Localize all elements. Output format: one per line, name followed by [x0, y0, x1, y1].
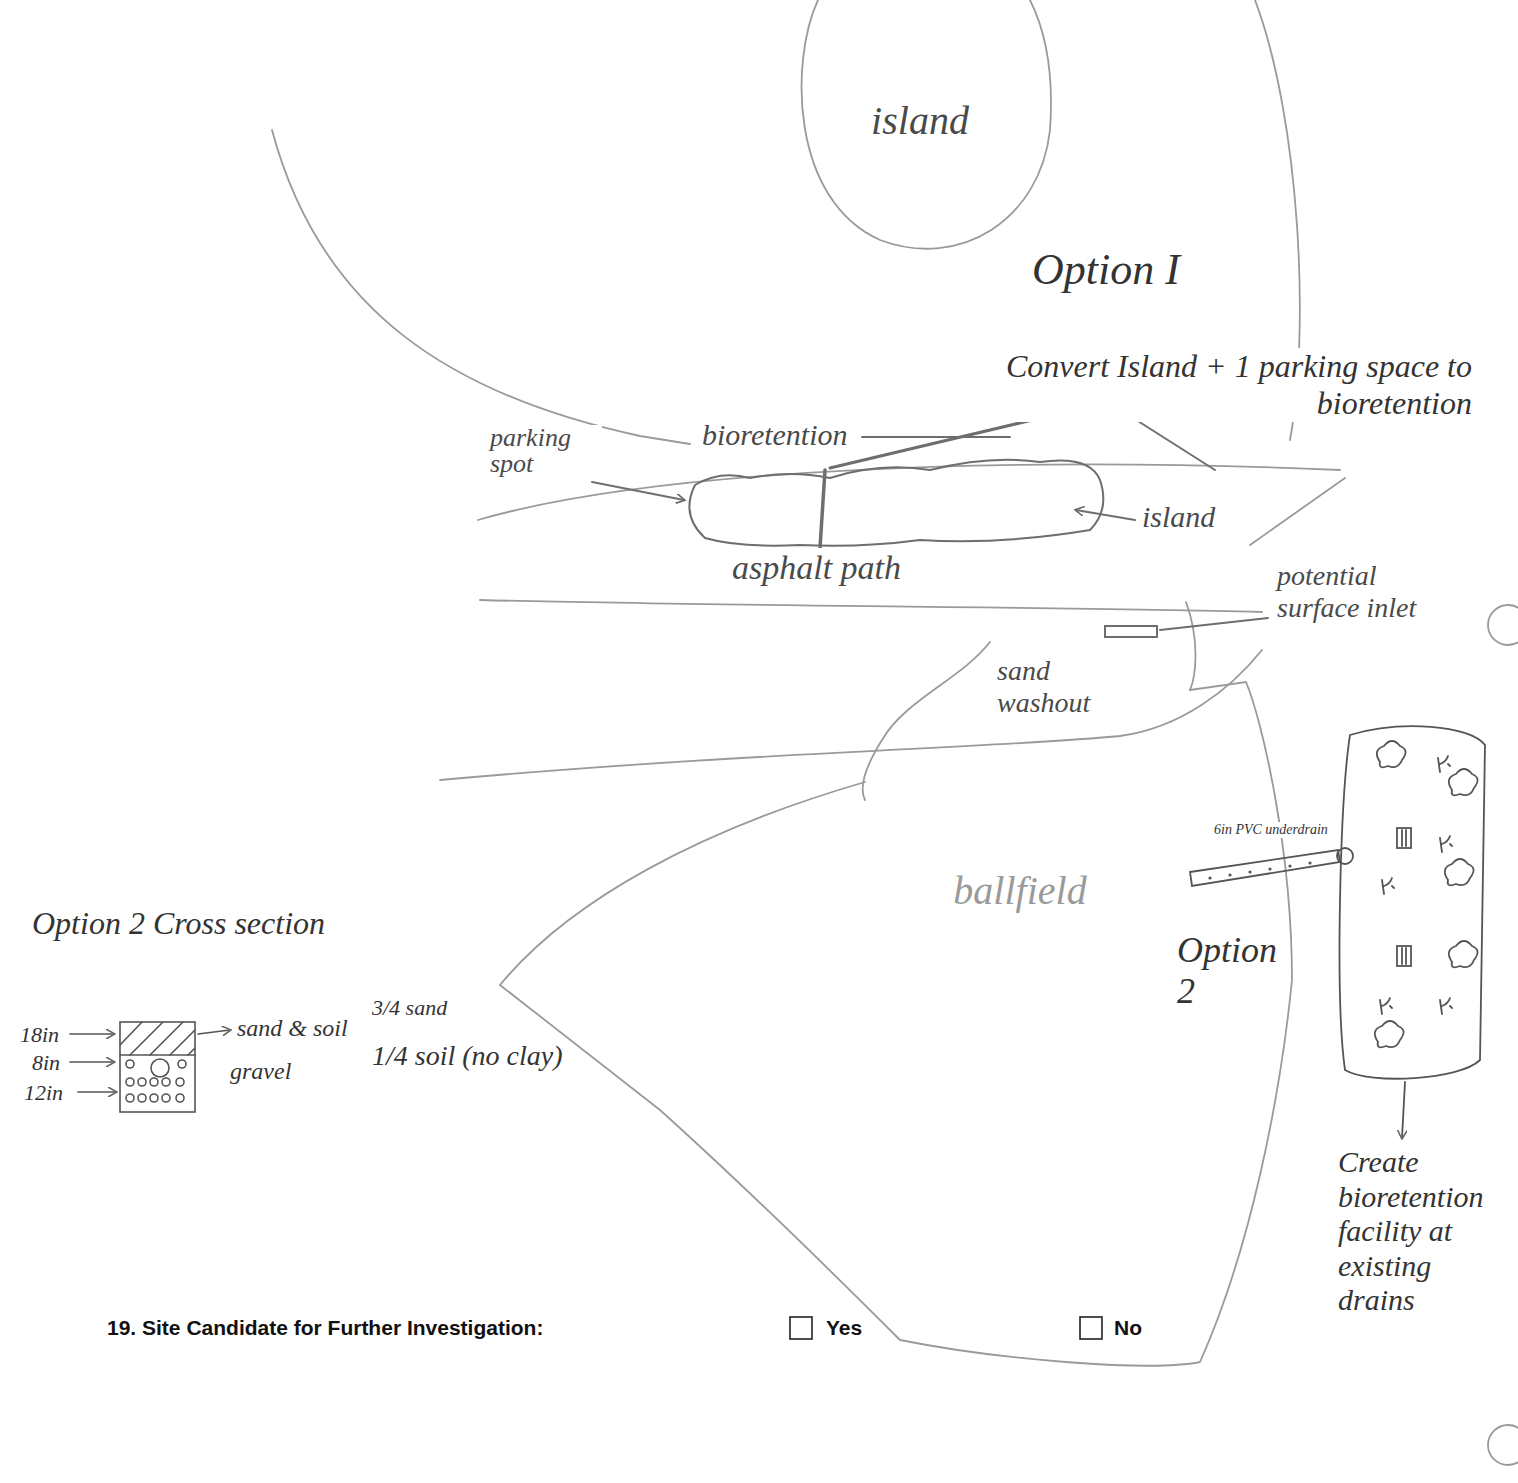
island-circle: island [800, 20, 1040, 220]
plant-symbol [1445, 859, 1474, 885]
grass-symbol [1440, 836, 1452, 852]
drain-grate [1397, 828, 1411, 848]
lot-edge [272, 130, 690, 444]
leader-line [1160, 618, 1268, 630]
gravel-symbol [126, 1078, 134, 1086]
bioretention-area [689, 460, 1103, 546]
option-note: Convert Island + 1 parking space to bior… [880, 348, 1474, 422]
grass-symbol [1380, 998, 1392, 1014]
grass-symbol [1382, 878, 1394, 894]
ballfield-area: ballfield [860, 835, 1180, 945]
dimension-arrow [78, 1091, 116, 1093]
pipe-perforations [1208, 876, 1211, 879]
dimension: 12in [22, 1080, 65, 1105]
section-heading: Option 2 Cross section [30, 905, 327, 942]
leader-line [862, 436, 1010, 438]
layer-label: sand & soil [235, 1015, 350, 1043]
option-one-marks [592, 402, 1268, 637]
checkbox [790, 1317, 812, 1339]
gravel-symbol [150, 1078, 158, 1086]
soil-hatch [120, 1022, 195, 1055]
pencil-lines [272, 0, 1518, 1465]
plant-symbol [1377, 741, 1406, 767]
pipe-perforations [1228, 873, 1231, 876]
pipe-perforations [1268, 867, 1271, 870]
gravel-symbol [150, 1094, 158, 1102]
gravel-symbol [178, 1060, 186, 1068]
part-label: sand washout [995, 655, 1119, 719]
option-note: Create bioretention facility at existing… [1336, 1145, 1512, 1318]
mix-note: 3/4 sand [370, 995, 449, 1020]
gravel-symbol [126, 1060, 134, 1068]
dimension: 8in [30, 1050, 62, 1075]
leader-arrow [198, 1030, 230, 1034]
node-text: island [871, 97, 969, 144]
gravel-symbol [176, 1078, 184, 1086]
underdrain-pipe [1190, 850, 1340, 886]
dimension-arrow [70, 1033, 114, 1035]
ballfield-outline [500, 682, 1292, 1366]
gravel-symbol [138, 1078, 146, 1086]
part-label: asphalt path [730, 548, 903, 587]
gravel-symbol [162, 1094, 170, 1102]
gravel-symbol [176, 1094, 184, 1102]
part-label: potential surface inlet [1275, 560, 1454, 624]
gravel-symbol [126, 1060, 186, 1102]
pipe-end [1337, 848, 1353, 864]
gravel-symbol [162, 1078, 170, 1086]
checkbox [1080, 1317, 1102, 1339]
drain-grate [1397, 946, 1411, 966]
cross-section [70, 1022, 230, 1112]
pipe-perforations [1248, 870, 1251, 873]
part-label: island [1140, 500, 1217, 535]
part-label: parking spot [488, 425, 602, 477]
island-outline [802, 0, 1051, 249]
pipe-perforations [1208, 861, 1311, 879]
leader-arrow [592, 482, 684, 500]
binder-hole [1488, 1425, 1518, 1465]
mix-note: 1/4 soil (no clay) [370, 1040, 565, 1072]
plant-symbol [1449, 769, 1478, 795]
drain-grate [1402, 830, 1406, 846]
form-question: 19. Site Candidate for Further Investiga… [107, 1316, 543, 1340]
path-edge [440, 650, 1262, 780]
plant-symbol [1375, 1021, 1404, 1047]
dimension-arrow [70, 1061, 114, 1063]
path-edge [480, 600, 1262, 612]
gravel-symbol [138, 1094, 146, 1102]
part-label: bioretention [700, 418, 850, 453]
option-heading: Option I [1030, 245, 1182, 296]
pipe-symbol [151, 1059, 169, 1077]
pipe-perforations [1288, 864, 1291, 867]
binder-hole [1488, 605, 1518, 645]
drain-grate [1402, 948, 1406, 964]
section-box [120, 1022, 195, 1112]
dimension: 18in [18, 1022, 61, 1047]
layer-label: gravel [228, 1058, 293, 1086]
node-text: ballfield [953, 867, 1086, 914]
divider-line [820, 470, 825, 548]
callout-arrow [1402, 1082, 1405, 1138]
grass-symbol [1440, 998, 1452, 1014]
pipe-perforations [1308, 861, 1311, 864]
plant-symbol [1449, 941, 1478, 967]
surface-inlet [1105, 626, 1157, 637]
washout-edge [863, 642, 990, 800]
checkbox-label: No [1114, 1316, 1142, 1340]
grass-symbol [1438, 756, 1450, 772]
option-heading: Option 2 [1175, 930, 1279, 1013]
washout-edge [1186, 602, 1196, 690]
bioretention-facility [1340, 726, 1485, 1078]
gravel-symbol [126, 1094, 134, 1102]
path-edge [1250, 478, 1345, 545]
leader-arrow [1076, 510, 1135, 520]
pipe-label: 6in PVC underdrain [1212, 822, 1330, 838]
checkbox-label: Yes [826, 1316, 862, 1340]
